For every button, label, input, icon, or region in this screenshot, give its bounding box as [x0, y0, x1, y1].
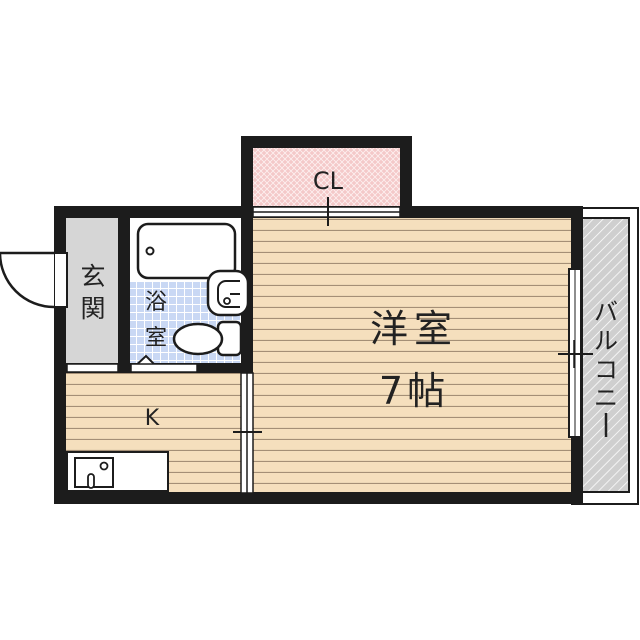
balcony-label-4: ニ	[594, 384, 618, 412]
western-room-size: 7帖	[379, 369, 449, 413]
washbasin	[206, 269, 250, 317]
entrance-label-1: 玄	[80, 262, 105, 291]
toilet-bowl	[172, 322, 224, 356]
balcony-label-1: バ	[594, 298, 618, 326]
balcony-window[interactable]	[558, 268, 593, 438]
bath-door	[130, 363, 198, 373]
bathroom-label-2: 室	[145, 326, 167, 351]
closet-doors[interactable]	[252, 197, 401, 226]
entrance-label-2: 関	[80, 294, 105, 323]
bathroom	[128, 218, 250, 371]
entrance-step	[66, 363, 119, 373]
entrance-floor	[66, 218, 118, 363]
closet-label: CL	[313, 167, 344, 195]
sliding-door-kitchen[interactable]	[233, 372, 262, 494]
balcony-label-2: ル	[594, 327, 618, 355]
bathroom-label-1: 浴	[145, 290, 167, 315]
western-room-label: 洋室	[370, 307, 458, 351]
balcony-label-3: コ	[594, 356, 618, 384]
bathtub-drain	[145, 246, 155, 256]
kitchen-label: K	[145, 406, 160, 431]
kitchen-counter	[66, 451, 169, 492]
entrance-door[interactable]	[0, 251, 68, 309]
bathtub	[136, 222, 237, 280]
western-room-floor	[253, 218, 571, 492]
